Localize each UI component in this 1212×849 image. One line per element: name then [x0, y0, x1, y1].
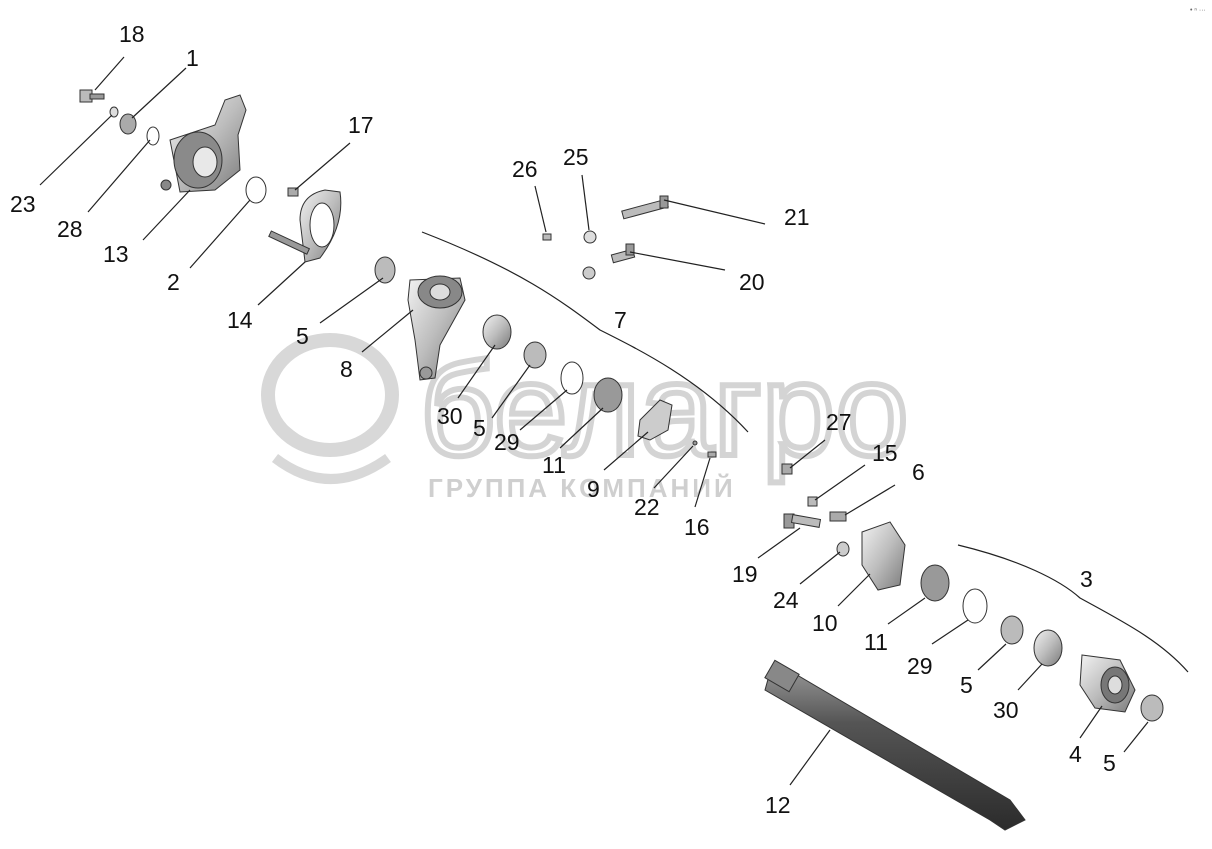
callout-24: 24 — [773, 587, 799, 613]
callout-28: 28 — [57, 216, 83, 242]
callout-labels: 18 1 23 28 13 2 17 14 5 8 26 25 21 20 7 … — [10, 21, 1116, 818]
camshaft-12 — [764, 659, 1026, 831]
gasket-10 — [861, 521, 906, 591]
pin-26 — [542, 233, 552, 241]
callout-21: 21 — [784, 204, 810, 230]
bolt-21 — [621, 195, 669, 220]
callout-27: 27 — [826, 409, 852, 435]
gasket-9 — [637, 399, 673, 441]
callout-9: 9 — [587, 476, 600, 502]
bolt-6 — [829, 511, 847, 522]
callout-23: 23 — [10, 191, 36, 217]
callout-1: 1 — [186, 45, 199, 71]
seal-30b — [1033, 629, 1063, 667]
bushing-5a — [374, 256, 396, 284]
callout-5-b: 5 — [473, 415, 486, 441]
callout-25: 25 — [563, 144, 589, 170]
callout-20: 20 — [739, 269, 765, 295]
pin-16 — [707, 451, 717, 458]
callout-11-b: 11 — [864, 629, 888, 655]
bushing-5d — [1140, 694, 1164, 722]
callout-30-b: 30 — [993, 697, 1019, 723]
callout-7: 7 — [614, 307, 627, 333]
callout-29-b: 29 — [907, 653, 933, 679]
callout-10: 10 — [812, 610, 838, 636]
washer-24 — [836, 541, 850, 557]
adjuster-lever-13 — [160, 94, 247, 193]
plug-15 — [807, 496, 818, 507]
callout-18: 18 — [119, 21, 145, 47]
leader-lines — [39, 56, 1149, 786]
corner-mark: • ⁿ ··· — [1190, 7, 1206, 14]
callout-14: 14 — [227, 307, 253, 333]
assembly-7-brace — [421, 231, 749, 433]
bolt-17 — [287, 187, 299, 197]
washer-23 — [109, 106, 119, 118]
seal-11a — [593, 377, 623, 413]
callout-17: 17 — [348, 112, 374, 138]
watermark-subtitle: ГРУППА КОМПАНИЙ — [428, 473, 736, 503]
nipple-27 — [781, 463, 793, 475]
nut-25b — [582, 266, 596, 280]
ring-28 — [146, 126, 160, 146]
callout-19: 19 — [732, 561, 758, 587]
callout-12: 12 — [765, 792, 791, 818]
callout-13: 13 — [103, 241, 129, 267]
callout-5-d: 5 — [1103, 750, 1116, 776]
camshaft-bracket-8 — [407, 275, 466, 381]
washer-25 — [583, 230, 597, 244]
bracket-4 — [1079, 654, 1136, 713]
bushing-5c — [1000, 615, 1024, 645]
callout-26: 26 — [512, 156, 538, 182]
callout-8: 8 — [340, 356, 353, 382]
bolt-19 — [783, 513, 822, 529]
callout-6: 6 — [912, 459, 925, 485]
o-ring-29a — [560, 361, 584, 395]
snap-ring-2 — [245, 176, 267, 204]
bushing-5b — [523, 341, 547, 369]
seal-11b — [920, 564, 950, 602]
callout-22: 22 — [634, 494, 660, 520]
seal-30a — [482, 314, 512, 350]
callout-5-c: 5 — [960, 672, 973, 698]
nut-1 — [119, 113, 137, 135]
callout-29-a: 29 — [494, 429, 520, 455]
bracket-14 — [268, 189, 342, 263]
watermark-logo — [261, 333, 399, 484]
callout-15: 15 — [872, 440, 898, 466]
bolt-20 — [610, 243, 636, 264]
callout-16: 16 — [684, 514, 710, 540]
callout-2: 2 — [167, 269, 180, 295]
callout-11-a: 11 — [542, 452, 566, 478]
ball-22 — [692, 440, 698, 446]
callout-5-a: 5 — [296, 323, 309, 349]
callout-4: 4 — [1069, 741, 1082, 767]
callout-30-a: 30 — [437, 403, 463, 429]
bolt-18 — [79, 89, 105, 103]
o-ring-29b — [962, 588, 988, 624]
parts — [79, 89, 1164, 831]
callout-3: 3 — [1080, 566, 1093, 592]
assembly-3-brace — [957, 544, 1189, 673]
